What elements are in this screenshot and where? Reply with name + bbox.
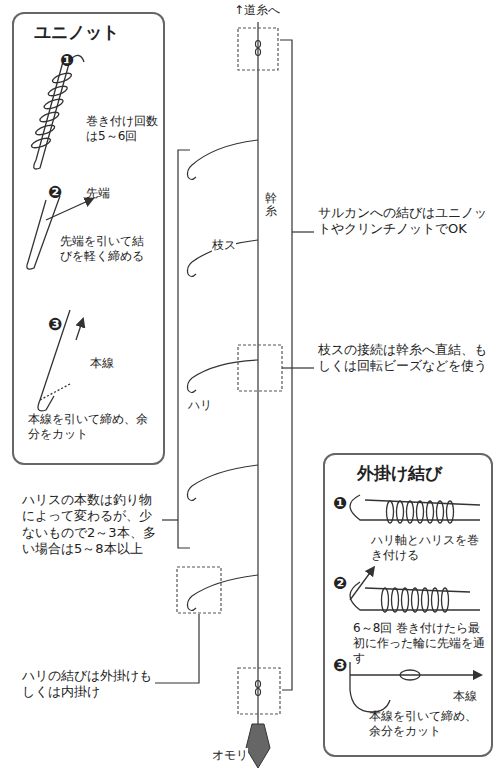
callout-note: 枝スの接続は幹糸へ直結、もしくは回転ビーズなどを使う (318, 342, 490, 375)
knot-panel: ユニノット ❶ 巻き付け回数は5～6回 ❷ 先端先端を引いて結びを軽く締める ❸ 本線本線を… (12, 12, 165, 465)
step-note: 本線を引いて締め、余分をカット (369, 709, 487, 739)
step-note: ハリ軸とハリスを巻き付ける (371, 533, 481, 563)
panel-heading: ユニノット (34, 22, 119, 43)
step-note: 先端を引いて結びを軽く締める (60, 234, 152, 264)
step-number: ❸ (333, 655, 347, 676)
step-number: ❶ (60, 50, 74, 71)
part-label: 先端 (86, 186, 110, 201)
step-number: ❸ (48, 314, 62, 335)
part-label: オモリ (212, 748, 248, 763)
part-label: 本線 (90, 356, 114, 371)
step-number: ❷ (48, 182, 62, 203)
step-number: ❷ (333, 573, 347, 594)
part-label: 本線 (453, 689, 477, 704)
knot-panel: 外掛け結び ❶ ハリ軸とハリスを巻き付ける ❷ 6～8回 巻き付けたら最初に作った輪に先… (323, 453, 493, 757)
part-label: ハリ (188, 398, 212, 413)
part-label: 枝ス (212, 238, 236, 253)
line-direction: ↑道糸へ (234, 3, 280, 18)
callout-note: サルカンへの結びはユニノットやクリンチノットでOK (318, 205, 490, 238)
callout-note: ハリの結びは外掛けもしくは内掛け (22, 668, 154, 701)
step-number: ❶ (333, 493, 347, 514)
callout-note: ハリスの本数は釣り物によって変わるが、少ないもので2～3本、多い場合は5～8本以… (22, 492, 162, 557)
step-note: 巻き付け回数は5～6回 (86, 114, 158, 144)
step-note: 本線を引いて締め、余分をカット (28, 412, 150, 442)
part-label: 幹糸 (265, 192, 277, 218)
step-note: 6～8回 巻き付けたら最初に作った輪に先端を通す (353, 621, 485, 666)
panel-heading: 外掛け結び (357, 463, 442, 484)
